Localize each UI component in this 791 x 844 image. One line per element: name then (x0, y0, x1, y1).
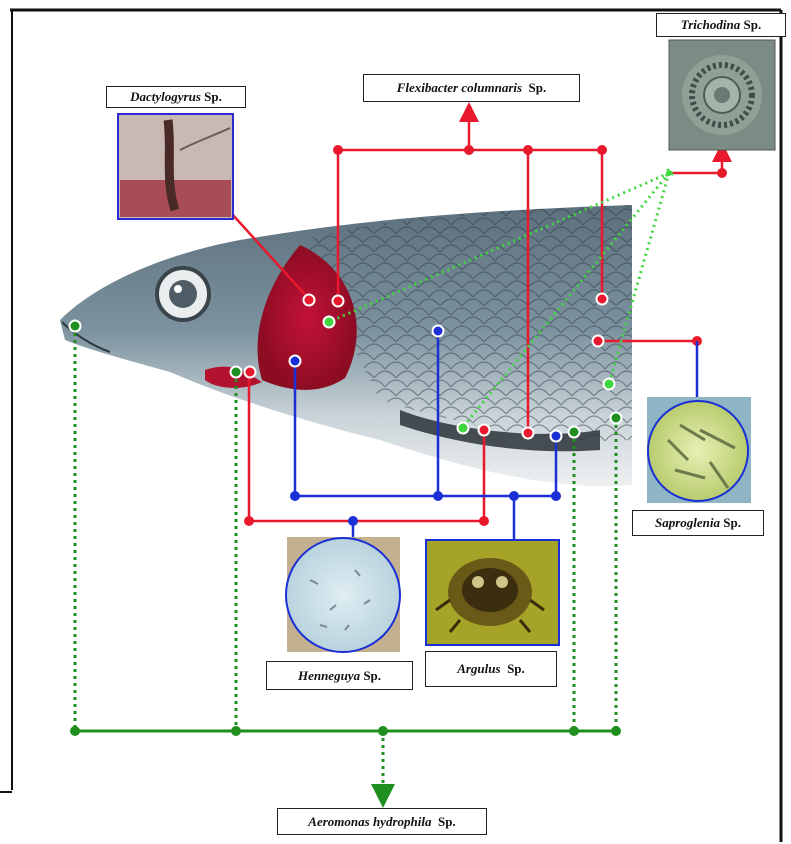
henneguya-micrograph (286, 537, 400, 652)
dactylogyrus-genus: Dactylogyrus (130, 89, 201, 105)
trichodina-suffix: Sp. (744, 17, 762, 33)
argulus-suffix: Sp. (507, 661, 525, 677)
trichodina-genus: Trichodina (681, 17, 740, 33)
saproglenia-suffix: Sp. (723, 515, 741, 531)
aeromonas-suffix: Sp. (438, 814, 456, 830)
dactylogyrus-suffix: Sp. (204, 89, 222, 105)
flexibacter-suffix: Sp. (529, 80, 547, 96)
argulus-genus: Argulus (457, 661, 500, 677)
trichodina-micrograph (669, 40, 775, 150)
argulus-label: Argulus Sp. (425, 651, 557, 687)
aeromonas-genus: Aeromonas hydrophila (308, 814, 431, 830)
dactylogyrus-micrograph (118, 114, 233, 219)
flexibacter-label: Flexibacter columnaris Sp. (363, 74, 580, 102)
fish-head-photo (60, 205, 632, 486)
henneguya-genus: Henneguya (298, 668, 360, 684)
saproglenia-label: Saproglenia Sp. (632, 510, 764, 536)
henneguya-label: Henneguya Sp. (266, 661, 413, 690)
saproglenia-genus: Saproglenia (655, 515, 720, 531)
argulus-micrograph (426, 540, 559, 645)
henneguya-suffix: Sp. (363, 668, 381, 684)
flexibacter-genus: Flexibacter columnaris (397, 80, 522, 96)
trichodina-label: Trichodina Sp. (656, 13, 786, 37)
aeromonas-label: Aeromonas hydrophila Sp. (277, 808, 487, 835)
saproglenia-micrograph (647, 397, 751, 503)
dactylogyrus-label: Dactylogyrus Sp. (106, 86, 246, 108)
